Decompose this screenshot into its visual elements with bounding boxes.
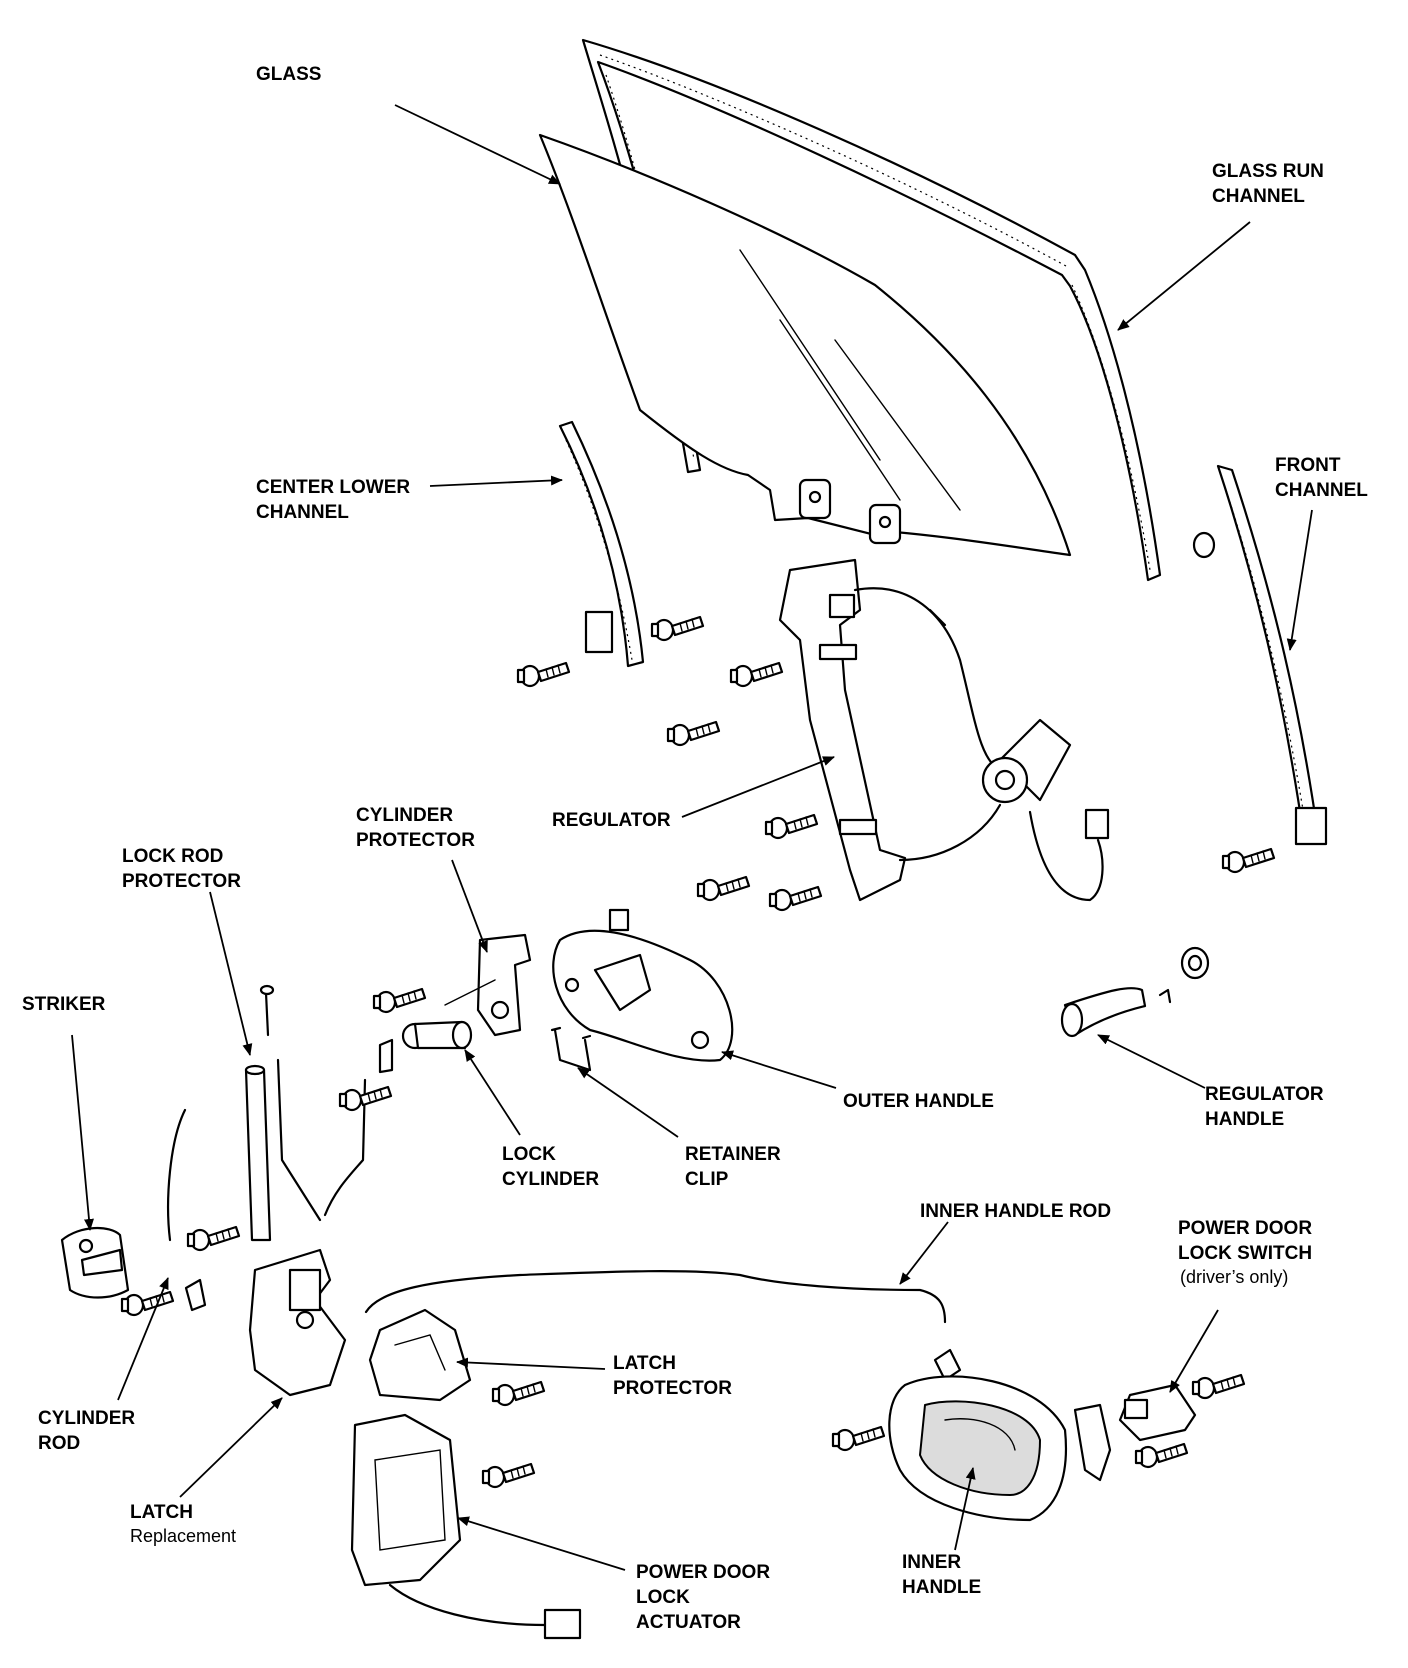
leader-cylinder-protector <box>451 859 488 953</box>
label-glass-run-channel: GLASS RUN CHANNEL <box>1212 161 1329 207</box>
leader-power-door-lock-actuator <box>457 1516 626 1571</box>
lock-rods <box>167 1058 367 1242</box>
label-lock-rod-protector: LOCK ROD PROTECTOR <box>122 846 241 892</box>
leader-latch <box>179 1397 283 1498</box>
power-door-lock-actuator <box>350 1413 582 1640</box>
label-glass: GLASS <box>256 64 321 85</box>
lock-rod-protector <box>244 984 275 1242</box>
label-lock-cylinder: LOCK CYLINDER <box>502 1144 599 1190</box>
leader-retainer-clip <box>577 1067 679 1138</box>
leader-latch-protector <box>456 1357 606 1370</box>
leader-inner-handle-rod <box>899 1221 949 1285</box>
label-inner-handle-rod: INNER HANDLE ROD <box>920 1201 1111 1222</box>
label-retainer-clip: RETAINER CLIP <box>685 1144 786 1190</box>
leader-regulator-handle <box>1097 1034 1206 1089</box>
leader-glass-run-channel <box>1117 221 1251 331</box>
leader-outer-handle <box>721 1050 837 1089</box>
regulator-handle <box>1060 946 1210 1038</box>
regulator <box>778 558 1110 902</box>
leader-cylinder-rod <box>117 1277 169 1401</box>
power-door-lock-switch <box>1118 1373 1246 1442</box>
front-channel <box>1192 464 1328 846</box>
leader-center-lower-channel <box>429 475 563 487</box>
leader-striker <box>71 1034 94 1231</box>
leader-lock-cylinder <box>464 1049 521 1136</box>
outer-handle <box>552 908 734 1062</box>
leader-inner-handle <box>954 1467 976 1551</box>
striker <box>60 1225 241 1317</box>
label-power-door-lock-switch: POWER DOOR LOCK SWITCH <box>1178 1218 1317 1264</box>
center-lower-channel <box>558 420 645 668</box>
label-regulator: REGULATOR <box>552 810 671 831</box>
label-power-door-lock-actuator: POWER DOOR LOCK ACTUATOR <box>636 1562 775 1633</box>
label-inner-handle: INNER HANDLE <box>902 1552 981 1598</box>
label-latch: LATCH <box>130 1502 193 1523</box>
inner-handle <box>831 1375 1189 1522</box>
leader-regulator <box>681 756 835 818</box>
label-latch-protector: LATCH PROTECTOR <box>613 1353 732 1399</box>
leader-front-channel <box>1286 509 1313 651</box>
leader-lines <box>71 104 1313 1571</box>
leader-power-door-lock-switch <box>1169 1309 1219 1393</box>
latch <box>248 1085 393 1397</box>
glass <box>538 133 1072 557</box>
label-outer-handle: OUTER HANDLE <box>843 1091 994 1112</box>
latch-protector <box>368 1308 546 1407</box>
glass-run-channel <box>581 38 1162 582</box>
retainer-clip <box>550 1026 592 1072</box>
leader-glass <box>394 104 561 185</box>
label-latch-note: Replacement <box>130 1526 236 1546</box>
label-regulator-handle: REGULATOR HANDLE <box>1205 1084 1329 1130</box>
label-cylinder-rod: CYLINDER ROD <box>38 1408 140 1454</box>
inner-handle-rod <box>364 1270 962 1382</box>
cylinder-protector <box>444 933 532 1037</box>
label-cylinder-protector: CYLINDER PROTECTOR <box>356 805 475 851</box>
label-power-door-lock-switch-note: (driver’s only) <box>1180 1267 1288 1287</box>
label-center-lower-channel: CENTER LOWER CHANNEL <box>256 477 415 523</box>
label-striker: STRIKER <box>22 994 106 1015</box>
lock-cylinder <box>372 987 473 1074</box>
leader-lock-rod-protector <box>209 891 253 1056</box>
label-front-channel: FRONT CHANNEL <box>1275 455 1368 501</box>
